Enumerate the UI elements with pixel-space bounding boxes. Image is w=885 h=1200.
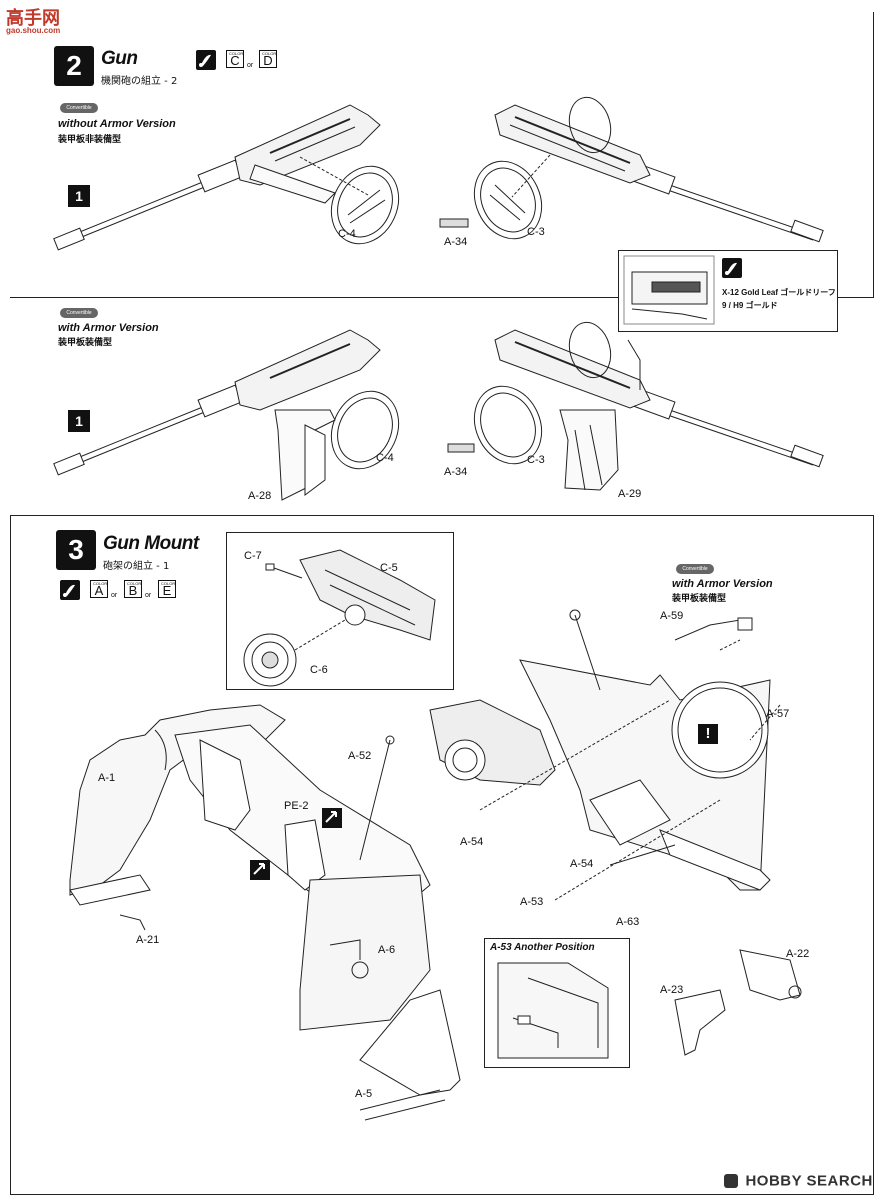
part-label-a52: A-52 bbox=[348, 750, 372, 762]
part-label-a59: A-59 bbox=[660, 610, 684, 622]
part-label-pe2: PE-2 bbox=[284, 800, 309, 812]
part-label-a22: A-22 bbox=[786, 948, 810, 960]
convertible-badge-2: Convertible bbox=[60, 308, 98, 318]
substep-1-marker: 1 bbox=[68, 185, 90, 207]
gun-drawing-right bbox=[440, 95, 830, 255]
paint-brush-icon bbox=[196, 50, 216, 70]
or-label-2: or bbox=[111, 592, 118, 599]
part-label-a5: A-5 bbox=[355, 1088, 373, 1100]
or-label: or bbox=[247, 62, 254, 69]
part-label-a34: A-34 bbox=[444, 236, 468, 248]
watermark-text: 高手网 bbox=[6, 8, 60, 29]
part-label-a6: A-6 bbox=[378, 944, 396, 956]
part-label-a28: A-28 bbox=[248, 490, 272, 502]
without-armor-jp: 装甲板非装備型 bbox=[58, 135, 122, 145]
divider-line bbox=[10, 297, 604, 298]
part-label-c6: C-6 bbox=[310, 664, 328, 676]
convertible-badge: Convertible bbox=[60, 103, 98, 113]
step3-title: Gun Mount bbox=[103, 533, 199, 554]
paint-brush-icon-3 bbox=[60, 580, 80, 600]
part-label-a34-2: A-34 bbox=[444, 466, 468, 478]
paint-note-line2: 9 / H9 ゴールド bbox=[722, 301, 778, 310]
part-label-c4-2: C-4 bbox=[376, 452, 394, 464]
part-label-a57: A-57 bbox=[766, 708, 790, 720]
breech-drawing bbox=[230, 540, 450, 685]
gun-mount-right-drawing bbox=[420, 600, 820, 920]
gun-mount-left-drawing bbox=[60, 700, 480, 1130]
part-label-a29: A-29 bbox=[618, 488, 642, 500]
inset-a53-title: A-53 Another Position bbox=[490, 942, 595, 953]
gun-armor-drawing-left bbox=[50, 320, 410, 505]
part-label-a21: A-21 bbox=[136, 934, 160, 946]
gun-drawing-left bbox=[50, 95, 410, 255]
watermark-logo: 高手网 gao.shou.com bbox=[4, 4, 74, 36]
part-label-c7: C-7 bbox=[244, 550, 262, 562]
paint-note-line1: X-12 Gold Leaf ゴールドリーフ bbox=[722, 288, 836, 297]
part-label-a54-2: A-54 bbox=[570, 858, 594, 870]
hobby-search-icon bbox=[724, 1173, 738, 1188]
gun-armor-drawing-right bbox=[440, 320, 830, 510]
part-label-a53: A-53 bbox=[520, 896, 544, 908]
part-label-c5: C-5 bbox=[380, 562, 398, 574]
step2-subtitle: 機関砲の組立 - 2 bbox=[101, 76, 178, 87]
step2-number: 2 bbox=[54, 46, 94, 86]
flip-arrow-icon bbox=[322, 808, 342, 828]
with-armor-jp: 装甲板装備型 bbox=[58, 338, 113, 348]
without-armor-title: without Armor Version bbox=[58, 118, 176, 130]
step3-number: 3 bbox=[56, 530, 96, 570]
part-label-a63: A-63 bbox=[616, 916, 640, 928]
hobby-search-logo: HOBBY SEARCH bbox=[724, 1172, 873, 1192]
step3-panel bbox=[10, 515, 874, 1195]
step3-with-armor-title: with Armor Version bbox=[672, 578, 773, 590]
hobby-search-text: HOBBY SEARCH bbox=[745, 1172, 873, 1190]
part-label-c3-2: C-3 bbox=[527, 454, 545, 466]
paint-note-drawing bbox=[622, 254, 718, 328]
convertible-badge-3: Convertible bbox=[676, 564, 714, 574]
part-label-a1: A-1 bbox=[98, 772, 116, 784]
substep-1-marker-2: 1 bbox=[68, 410, 90, 432]
parts-a22-a23-drawing bbox=[660, 940, 810, 1060]
paint-brush-icon-2 bbox=[722, 258, 742, 278]
inset-a53-drawing bbox=[488, 958, 626, 1064]
part-label-a23: A-23 bbox=[660, 984, 684, 996]
step3-with-armor-jp: 装甲板装備型 bbox=[672, 594, 727, 604]
flip-arrow-icon-2 bbox=[250, 860, 270, 880]
step2-title: Gun bbox=[101, 48, 138, 69]
warning-icon: ! bbox=[698, 724, 718, 744]
step3-subtitle: 砲架の組立 - 1 bbox=[103, 561, 170, 572]
part-label-c4: C-4 bbox=[338, 228, 356, 240]
or-label-3: or bbox=[145, 592, 152, 599]
watermark-url: gao.shou.com bbox=[6, 26, 61, 35]
part-label-c3: C-3 bbox=[527, 226, 545, 238]
part-label-a54-1: A-54 bbox=[460, 836, 484, 848]
with-armor-title: with Armor Version bbox=[58, 322, 159, 334]
